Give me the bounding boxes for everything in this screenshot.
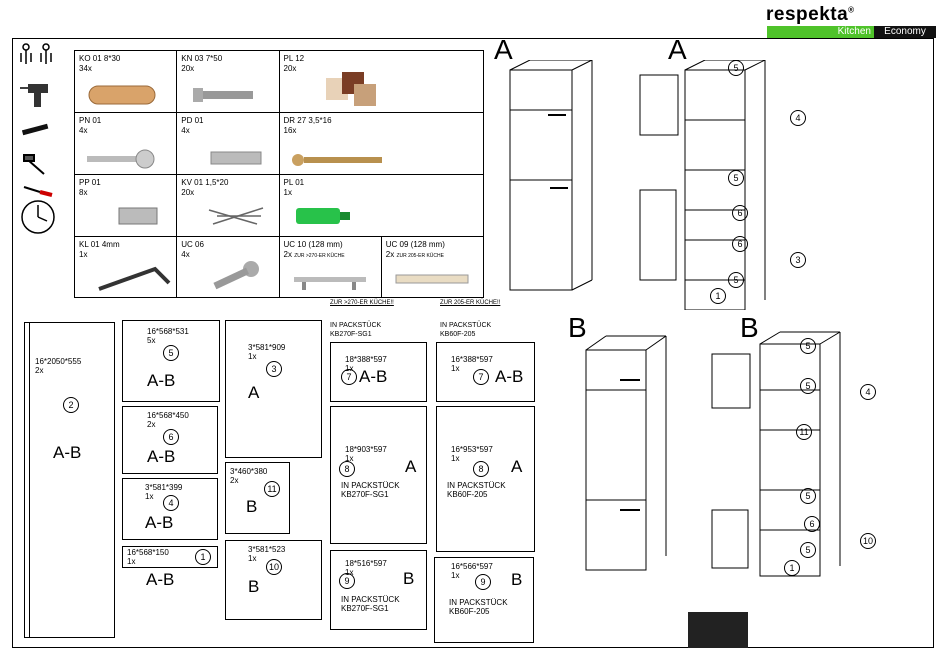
callout-5: 5 [728, 272, 744, 288]
nails-icon [209, 207, 264, 225]
panel-3-tag: A [248, 383, 260, 402]
clock-icon [21, 200, 55, 234]
hw-cell-uc10: UC 10 (128 mm)2x ZUR >270-ER KÜCHE [278, 236, 382, 298]
sheet-frame [12, 38, 934, 648]
hinge-icon [87, 149, 155, 169]
panel-6-number: 6 [163, 429, 179, 445]
callout-6: 6 [804, 516, 820, 532]
mounting-plate-icon [210, 151, 262, 165]
header-205: ZUR 205-ER KÜCHE!! [440, 300, 501, 306]
panel-6-tag: A-B [147, 447, 176, 466]
dowel-icon [88, 85, 156, 105]
brand-bar: Kitchen Economy [767, 26, 936, 38]
label-a-front: A [494, 34, 513, 65]
callout-5: 5 [800, 338, 816, 354]
screw-icon [193, 88, 254, 102]
glue-tube-icon [295, 208, 350, 224]
panel-5-tag: A-B [147, 371, 176, 390]
handle-screw-icon [213, 261, 260, 290]
label-a-exploded: A [668, 34, 687, 65]
callout-5: 5 [800, 542, 816, 558]
bits-icon [21, 123, 49, 136]
allen-key-icon [98, 266, 171, 291]
panel-5-number: 5 [163, 345, 179, 361]
wood-screw-icon [291, 154, 382, 166]
panel-10-tag: B [248, 577, 260, 596]
handle-128-icon [395, 274, 469, 284]
callout-6: 6 [732, 236, 748, 252]
shelf-pin-icon [118, 207, 158, 225]
two-person-icon [20, 43, 52, 64]
panel-1-number: 1 [195, 549, 211, 565]
callout-6: 6 [732, 205, 748, 221]
brand-line: Kitchen [767, 26, 874, 38]
panel-11-tag: B [246, 497, 258, 516]
callout-5: 5 [728, 170, 744, 186]
drill-icon [20, 84, 48, 107]
callout-4: 4 [790, 110, 806, 126]
label-b-exploded: B [740, 312, 759, 343]
callout-5: 5 [800, 488, 816, 504]
header-270: ZUR >270-ER KÜCHE!! [330, 300, 394, 306]
brand-logo: respekta® [766, 4, 855, 25]
brand-tier: Economy [874, 26, 936, 38]
tools-icons [20, 43, 55, 234]
callout-10: 10 [860, 533, 876, 549]
cabinet-a-drawing [509, 60, 766, 310]
callout-11: 11 [796, 424, 812, 440]
cabinet-b-drawing [585, 331, 841, 577]
panel-10-number: 10 [266, 559, 282, 575]
panel-2-tag: A-B [53, 443, 82, 462]
callout-1: 1 [784, 560, 800, 576]
callout-3: 3 [790, 252, 806, 268]
callout-1: 1 [710, 288, 726, 304]
screwdriver-icon [23, 186, 53, 197]
callout-5: 5 [728, 60, 744, 76]
panel-4-number: 4 [163, 495, 179, 511]
panel-3-number: 3 [266, 361, 282, 377]
label-b-front: B [568, 312, 587, 343]
hammer-icon [23, 154, 45, 175]
panel-4-tag: A-B [145, 513, 174, 532]
product-photo [688, 612, 748, 648]
handle-128-icon [293, 277, 366, 290]
panel-1-tag: A-B [146, 570, 175, 589]
cover-caps-icon [325, 72, 376, 106]
callout-5: 5 [800, 378, 816, 394]
hw-cell-uc09: UC 09 (128 mm)2x ZUR 205-ER KÜCHE [380, 236, 485, 298]
panel-2-number: 2 [63, 397, 79, 413]
panel-11-number: 11 [264, 481, 280, 497]
callout-4: 4 [860, 384, 876, 400]
